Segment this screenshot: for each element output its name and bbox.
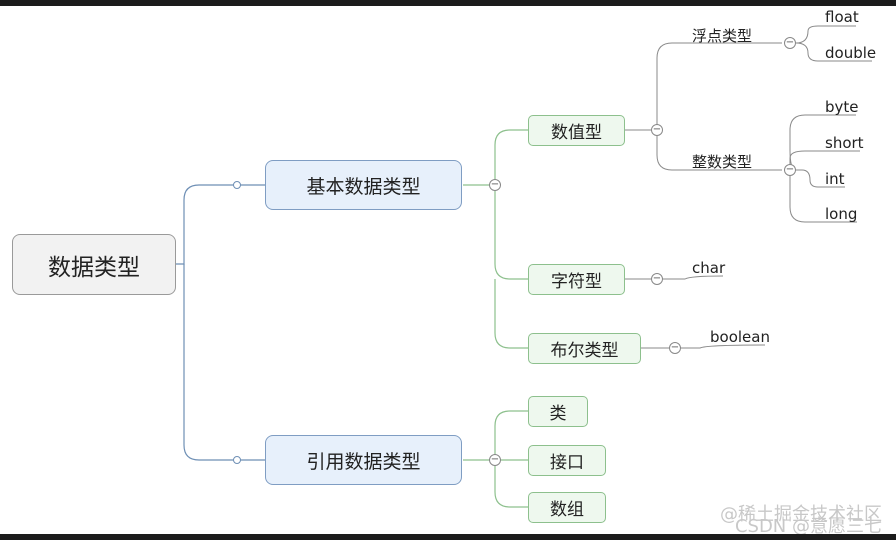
interface-type-label: 接口	[550, 453, 584, 473]
collapse-toggle-icon[interactable]: −	[651, 273, 663, 285]
root-node[interactable]: 数据类型	[12, 234, 176, 295]
collapse-toggle-icon[interactable]: −	[651, 124, 663, 136]
collapse-toggle-icon[interactable]: −	[489, 179, 501, 191]
boolean-leaf[interactable]: boolean	[710, 328, 770, 346]
basic-types-label: 基本数据类型	[306, 175, 421, 198]
bottom-border	[0, 534, 896, 540]
long-leaf[interactable]: long	[825, 205, 858, 223]
float-group-label[interactable]: 浮点类型	[692, 27, 753, 45]
reference-types-node[interactable]: 引用数据类型	[265, 435, 462, 485]
boolean-type-node[interactable]: 布尔类型	[528, 333, 641, 364]
top-border	[0, 0, 896, 6]
char-type-label: 字符型	[551, 272, 602, 292]
collapse-toggle-icon[interactable]: −	[784, 37, 796, 49]
numeric-type-label: 数值型	[551, 123, 602, 143]
array-type-label: 数组	[550, 500, 584, 520]
short-leaf[interactable]: short	[825, 134, 864, 152]
connector-dot	[233, 456, 241, 464]
char-type-node[interactable]: 字符型	[528, 264, 625, 295]
boolean-type-label: 布尔类型	[550, 341, 619, 361]
collapse-toggle-icon[interactable]: −	[669, 342, 681, 354]
byte-leaf[interactable]: byte	[825, 98, 859, 116]
root-label: 数据类型	[48, 254, 140, 281]
double-leaf[interactable]: double	[825, 44, 877, 62]
collapse-toggle-icon[interactable]: −	[784, 164, 796, 176]
watermark-line-2: CSDN @意愿三七	[734, 516, 882, 537]
reference-types-label: 引用数据类型	[306, 450, 421, 473]
watermark-line-1: @稀土掘金技术社区	[720, 504, 882, 525]
interface-type-node[interactable]: 接口	[528, 445, 606, 476]
int-leaf[interactable]: int	[825, 170, 845, 188]
class-type-node[interactable]: 类	[528, 396, 588, 427]
char-leaf[interactable]: char	[692, 259, 726, 277]
array-type-node[interactable]: 数组	[528, 492, 606, 523]
connector-dot	[233, 181, 241, 189]
basic-types-node[interactable]: 基本数据类型	[265, 160, 462, 210]
integer-group-label[interactable]: 整数类型	[692, 153, 753, 171]
float-leaf[interactable]: float	[825, 8, 859, 26]
numeric-type-node[interactable]: 数值型	[528, 115, 625, 146]
class-type-label: 类	[549, 404, 567, 424]
collapse-toggle-icon[interactable]: −	[489, 454, 501, 466]
